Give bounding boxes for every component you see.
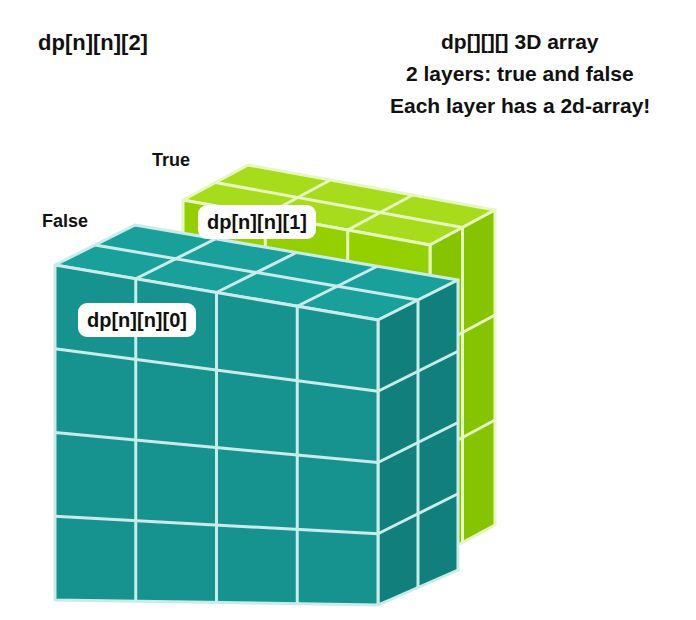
array-title: dp[n][n][2] bbox=[38, 30, 148, 56]
false-layer bbox=[55, 225, 458, 605]
layer-label: True bbox=[152, 150, 190, 171]
layer-label: False bbox=[42, 211, 88, 232]
index-label-box: dp[n][n][1] bbox=[198, 205, 316, 239]
index-label: dp[n][n][0] bbox=[87, 308, 187, 332]
note-line: Each layer has a 2d-array! bbox=[390, 94, 650, 118]
note-line: dp[][][] 3D array bbox=[441, 30, 599, 54]
note-line: 2 layers: true and false bbox=[406, 62, 634, 86]
index-label-box: dp[n][n][0] bbox=[78, 303, 196, 337]
index-label: dp[n][n][1] bbox=[207, 210, 307, 234]
